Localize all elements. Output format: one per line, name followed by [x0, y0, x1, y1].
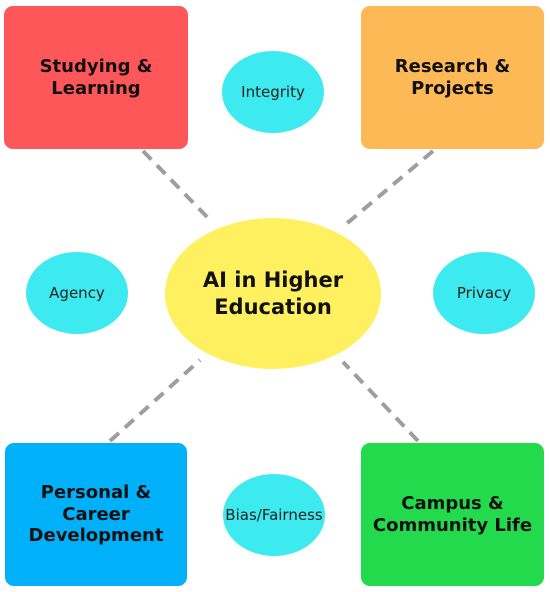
- topic-research-projects: Research & Projects: [361, 6, 544, 149]
- topic-campus-community: Campus & Community Life: [361, 443, 544, 586]
- topic-studying-learning: Studying & Learning: [4, 6, 188, 149]
- hub-ai-higher-education: AI in Higher Education: [165, 218, 381, 369]
- theme-agency-label: Agency: [49, 284, 105, 302]
- theme-privacy-label: Privacy: [456, 284, 512, 302]
- theme-bias-fairness-label: Bias/Fairness: [225, 506, 323, 524]
- theme-integrity: Integrity: [222, 51, 324, 133]
- hub-title: AI in Higher Education: [202, 268, 344, 319]
- topic-research-projects-label: Research & Projects: [394, 55, 511, 99]
- connector-top-left: [141, 149, 214, 224]
- topic-campus-community-label: Campus & Community Life: [372, 492, 533, 536]
- theme-bias-fairness: Bias/Fairness: [223, 474, 325, 556]
- theme-agency: Agency: [26, 252, 128, 334]
- theme-privacy: Privacy: [433, 252, 535, 334]
- topic-studying-learning-label: Studying & Learning: [39, 55, 153, 99]
- theme-integrity-label: Integrity: [241, 83, 305, 101]
- topic-personal-career: Personal & Career Development: [5, 443, 187, 586]
- connector-top-right: [343, 149, 435, 227]
- connector-bottom-right: [341, 360, 420, 443]
- topic-personal-career-label: Personal & Career Development: [28, 482, 164, 547]
- connector-bottom-left: [108, 358, 202, 443]
